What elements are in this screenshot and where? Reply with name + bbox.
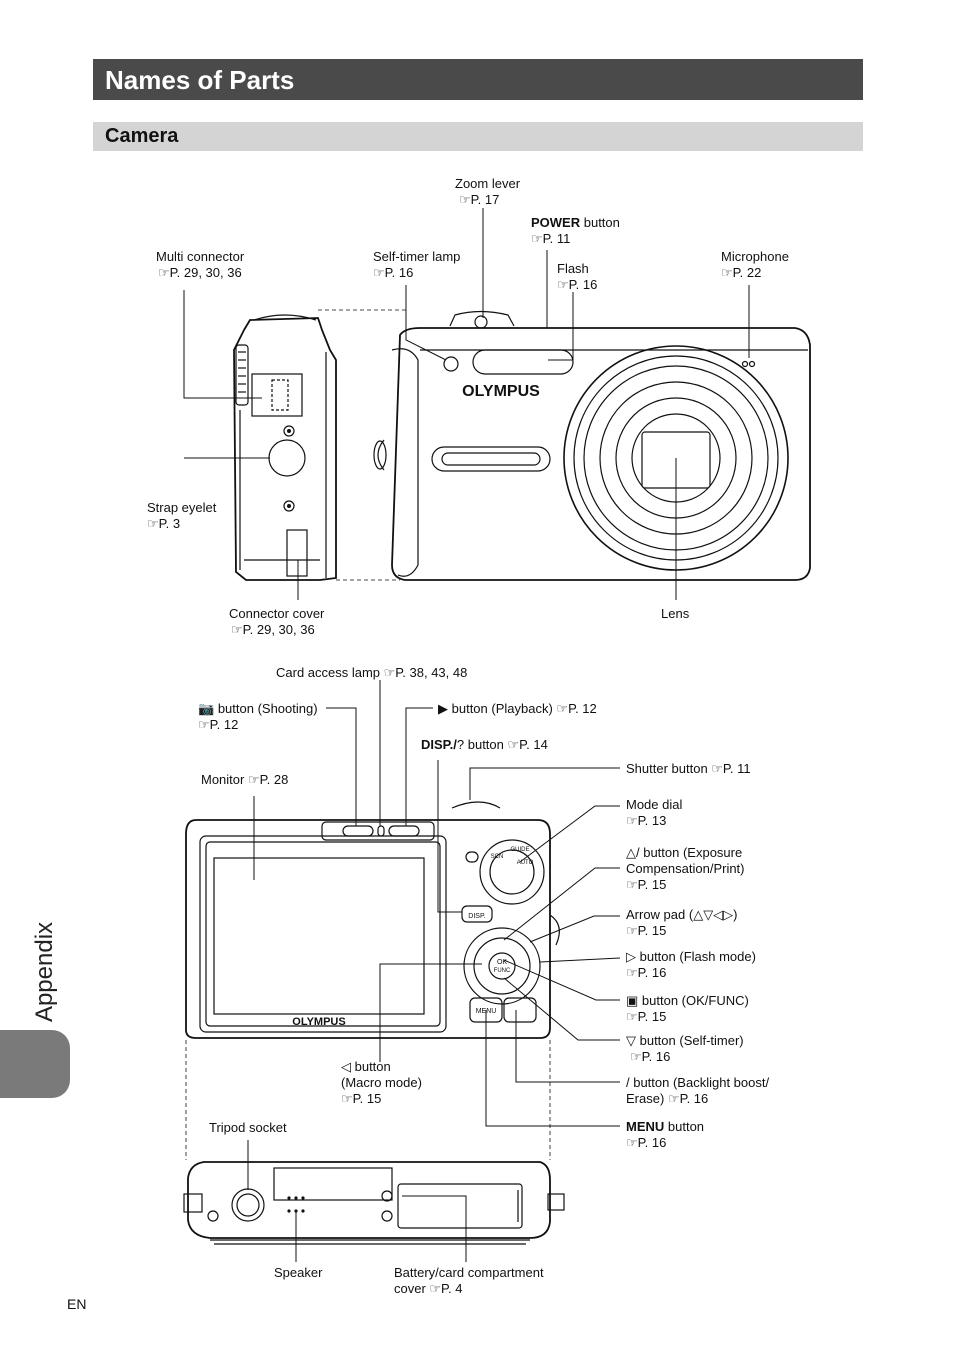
label-shutter-button: Shutter button ☞P. 11	[626, 761, 751, 776]
camera-bottom-view	[183, 1161, 565, 1245]
label-ok-button: ▣ button (OK/FUNC)☞P. 15	[626, 993, 749, 1024]
label-lens: Lens	[661, 606, 690, 621]
label-disp-button: DISP./? button ☞P. 14	[421, 737, 548, 752]
camera-front-view	[373, 310, 811, 581]
page-title: Names of Parts	[105, 65, 295, 95]
label-self-timer-lamp: Self-timer lamp☞P. 16	[373, 249, 461, 280]
dial-label-auto: AUTO	[517, 860, 534, 866]
label-backlight-button: / button (Backlight boost/ Erase) ☞P. 16	[626, 1075, 770, 1106]
label-selftimer-button: ▽ button (Self-timer)☞P. 16	[626, 1033, 744, 1064]
camera-back-view	[185, 801, 560, 1039]
disp-button-text: DISP.	[468, 913, 485, 920]
dial-label-scn: SCN	[491, 854, 504, 860]
func-button-text: FUNC	[494, 968, 511, 974]
label-flash-button: ▷ button (Flash mode)☞P. 16	[626, 949, 756, 980]
label-strap-eyelet: Strap eyelet☞P. 3	[147, 500, 217, 531]
page-title-bar: Names of Parts	[93, 59, 863, 100]
footer-lang: EN	[67, 1296, 87, 1312]
label-menu-button: MENU button ☞P. 16	[626, 1119, 705, 1150]
label-shooting-button: 📷 button (Shooting) ☞P. 12	[198, 701, 318, 732]
label-microphone: Microphone☞P. 22	[721, 249, 789, 280]
ok-button-text: OK	[497, 959, 507, 966]
label-mode-dial: Mode dial☞P. 13	[626, 797, 683, 828]
back-brand-logo: OLYMPUS	[292, 1016, 345, 1028]
label-tripod-socket: Tripod socket	[209, 1120, 287, 1135]
label-macro-button: ◁ button (Macro mode) ☞P. 15	[341, 1059, 422, 1106]
front-brand-logo: OLYMPUS	[462, 383, 540, 400]
side-tab	[0, 1030, 70, 1098]
section-title: Camera	[105, 125, 179, 147]
ok-func-icon: ▣	[626, 993, 639, 1008]
dial-label-guide: GUIDE	[510, 847, 529, 853]
camera-side-view	[233, 314, 337, 581]
menu-button-text: MENU	[476, 1008, 497, 1015]
label-playback-button: ▶ button (Playback) ☞P. 12	[438, 701, 597, 716]
section-title-bar: Camera	[93, 122, 863, 151]
label-zoom-lever: Zoom lever☞P. 17	[455, 176, 521, 207]
label-arrow-pad: Arrow pad (△▽◁▷)☞P. 15	[626, 907, 738, 938]
label-battery-cover: Battery/card compartment cover ☞P. 4	[394, 1265, 544, 1296]
label-monitor: Monitor ☞P. 28	[201, 772, 289, 787]
label-speaker: Speaker	[274, 1265, 323, 1280]
camera-icon: 📷	[198, 701, 215, 716]
playback-icon: ▶	[438, 701, 448, 716]
label-multi-connector: Multi connector☞P. 29, 30, 36	[156, 249, 245, 280]
help-icon: ?	[456, 737, 465, 752]
label-connector-cover: Connector cover☞P. 29, 30, 36	[229, 606, 325, 637]
label-power-button: POWER button ☞P. 11	[531, 215, 620, 246]
label-flash: Flash☞P. 16	[557, 261, 598, 292]
label-card-access-lamp: Card access lamp ☞P. 38, 43, 48	[276, 665, 468, 680]
label-exposure-button: △/ button (Exposure Compensation/Print) …	[626, 845, 745, 892]
